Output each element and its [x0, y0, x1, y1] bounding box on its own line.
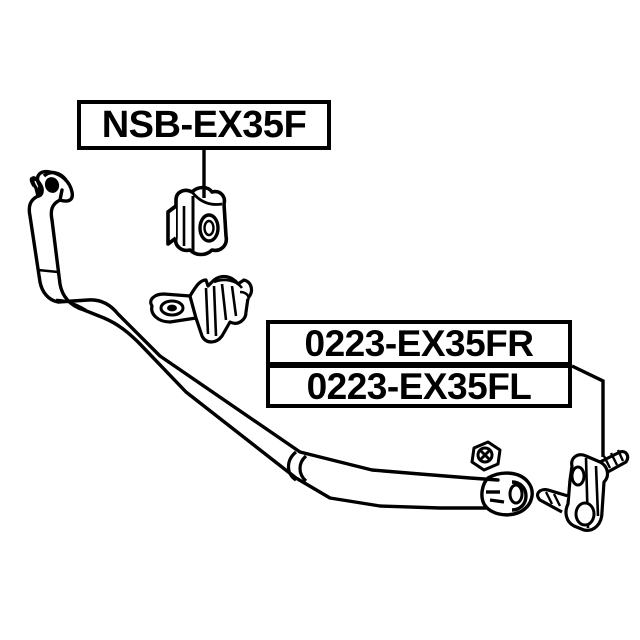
stabilizer-bushing [166, 185, 229, 257]
leader-link [571, 364, 605, 457]
bar-knee-detail [37, 268, 87, 312]
callout-box-0223-ex35fr[interactable]: 0223-EX35FR [266, 320, 572, 366]
stabilizer-link [536, 449, 630, 532]
callout-box-nsb-ex35f[interactable]: NSB-EX35F [77, 100, 331, 150]
bar-step-collar [286, 450, 308, 483]
bar-right-eye [480, 471, 534, 517]
part-number-0223-ex35fl: 0223-EX35FL [306, 365, 532, 407]
bar-left-eyelet [29, 169, 74, 203]
leader-lines [202, 150, 605, 457]
part-number-nsb-ex35f: NSB-EX35F [101, 104, 307, 146]
hex-nut [470, 440, 502, 472]
bushing-bracket [149, 274, 254, 344]
callout-box-0223-ex35fl[interactable]: 0223-EX35FL [266, 364, 572, 408]
part-number-0223-ex35fr: 0223-EX35FR [304, 322, 534, 364]
